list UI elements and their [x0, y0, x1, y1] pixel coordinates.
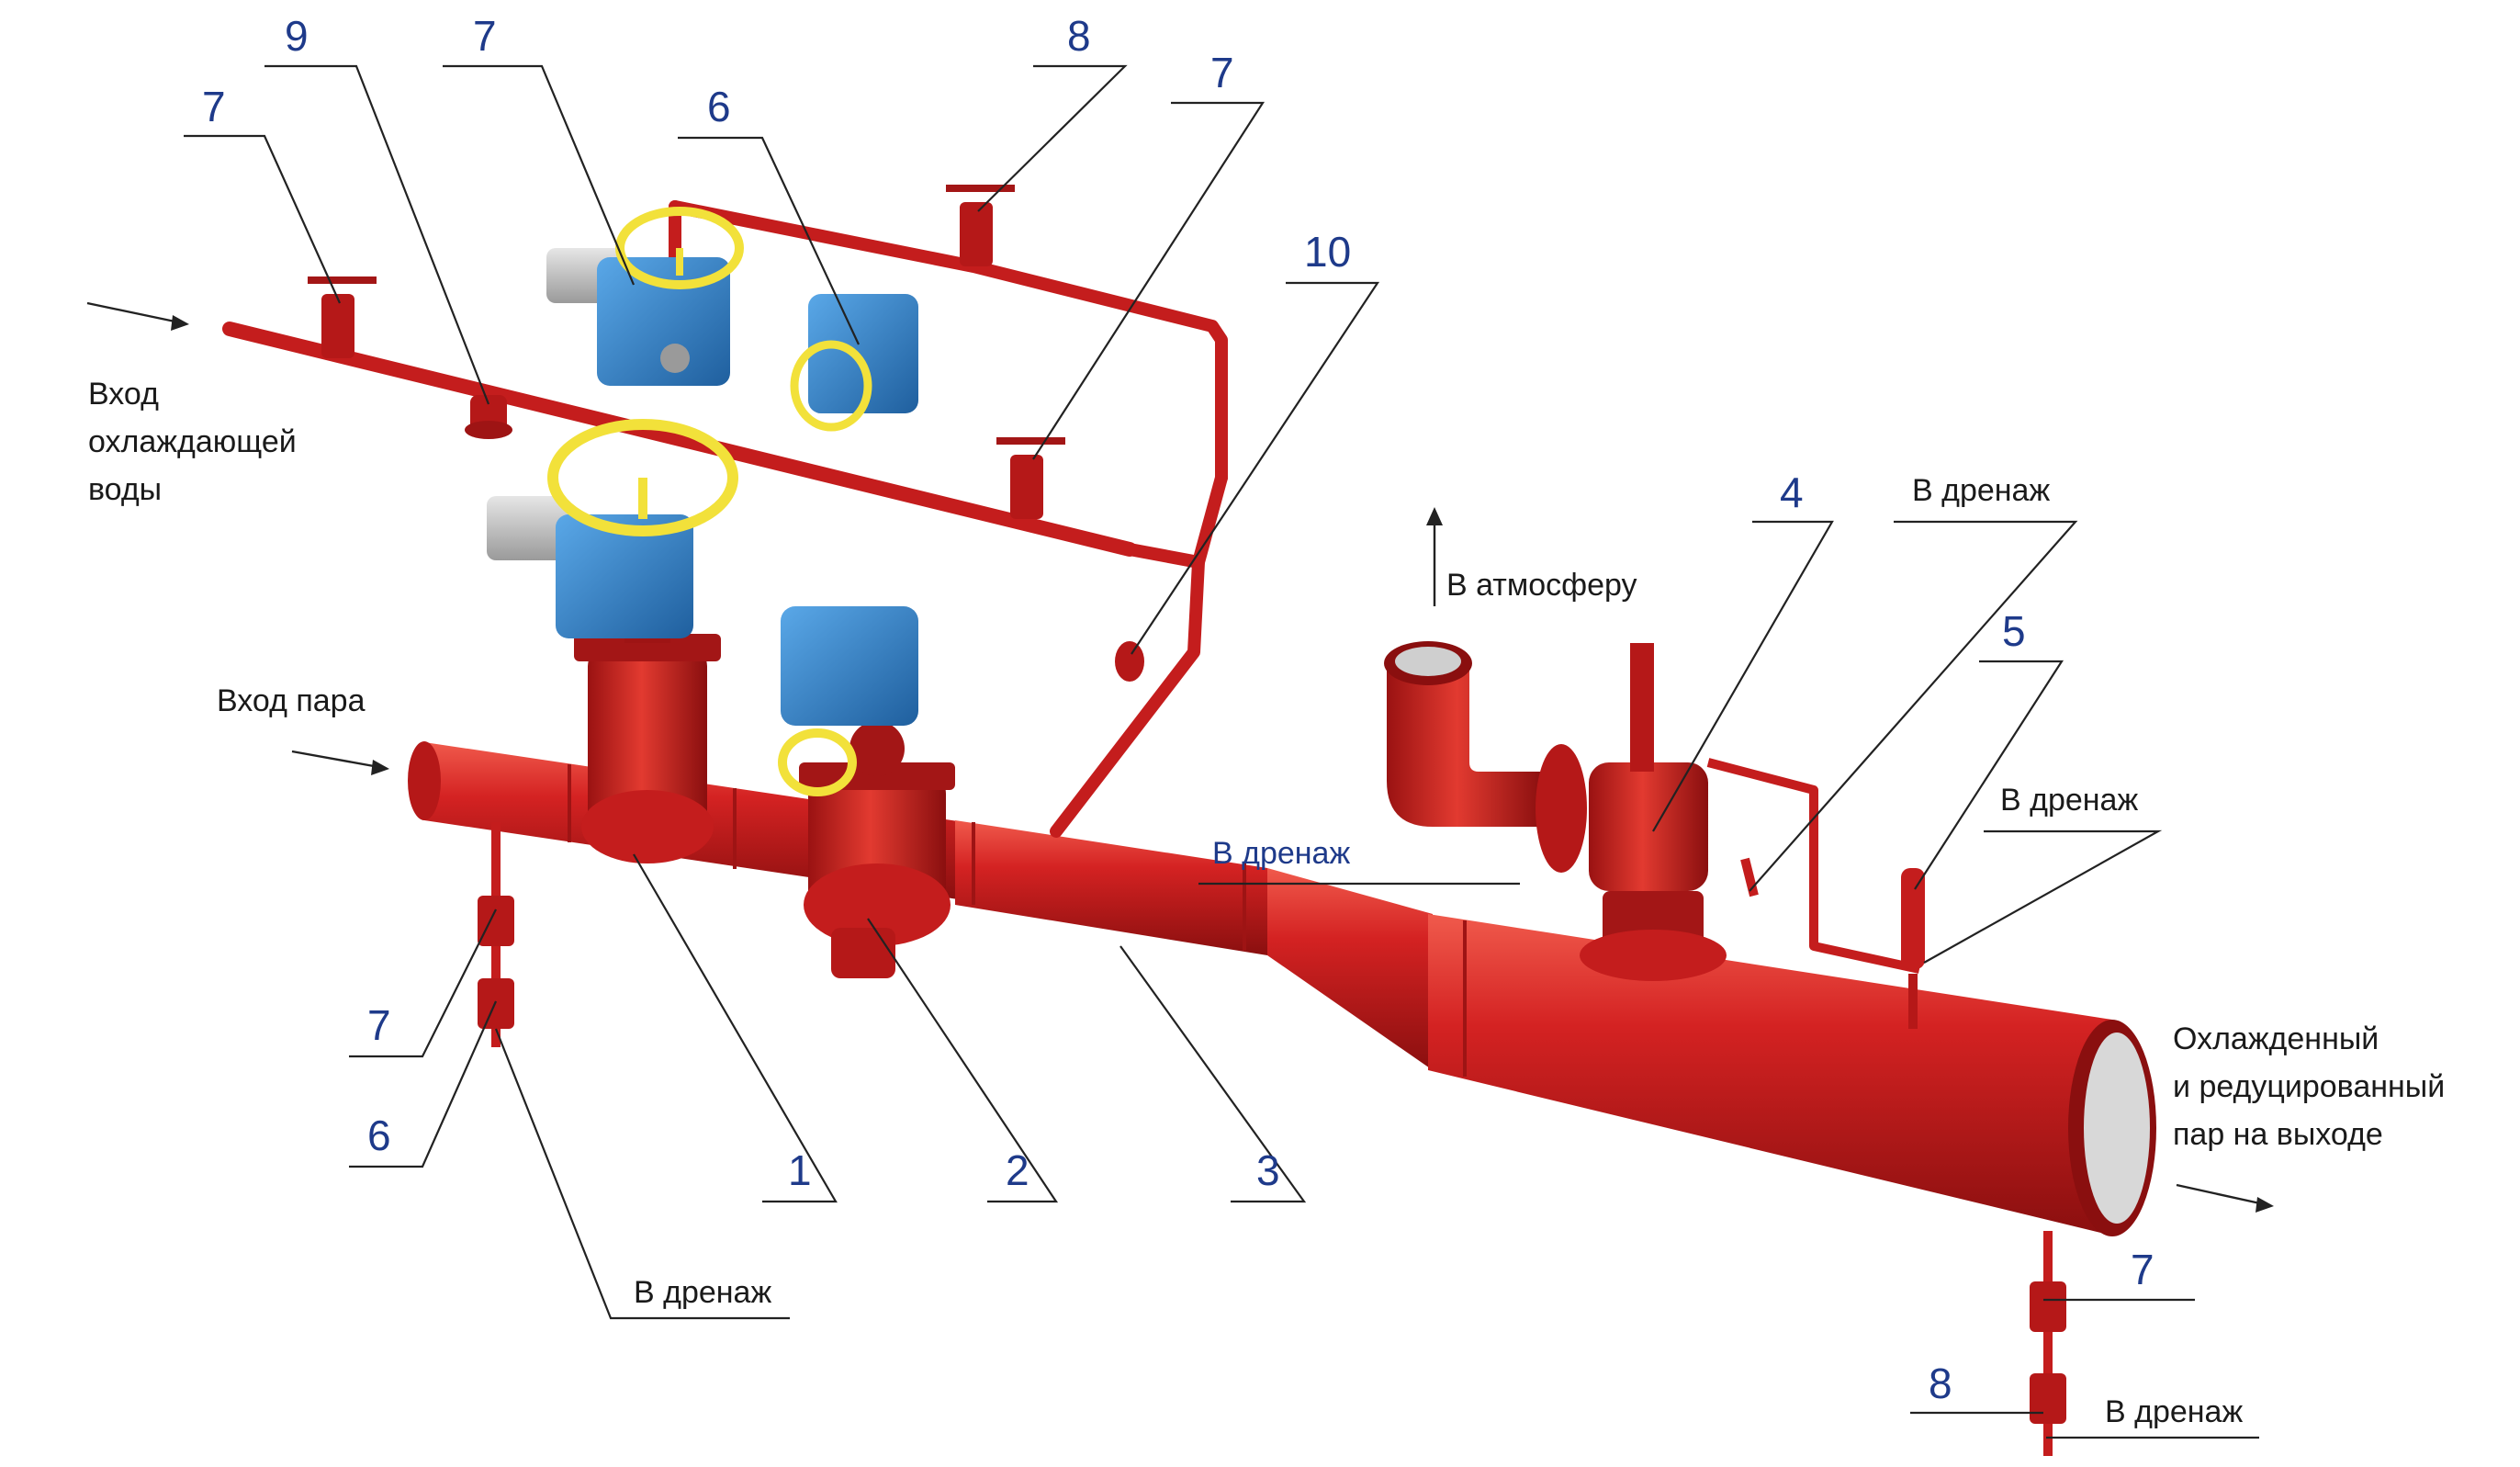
callout-8-top: 8	[1067, 12, 1091, 60]
drain-label-bottom-left: В дренаж	[634, 1275, 771, 1310]
callout-7-top: 7	[473, 12, 497, 60]
callout-3: 3	[1256, 1146, 1280, 1194]
electric-actuator-valve-2	[778, 606, 918, 796]
steam-inlet-label: Вход пара	[217, 683, 366, 718]
drain-label-blue: В дренаж	[1212, 836, 1350, 871]
callout-9: 9	[285, 12, 309, 60]
drain-label-bottom-right: В дренаж	[2105, 1394, 2243, 1429]
check-valve-10	[1115, 641, 1144, 682]
drain-valves-bottom-right	[2030, 1231, 2066, 1456]
atmosphere-label: В атмосферу	[1446, 568, 1637, 603]
callout-2: 2	[1006, 1146, 1029, 1194]
cooling-water-piping	[222, 200, 1228, 838]
manual-valve-8-top	[946, 185, 1015, 266]
callout-7-top-left: 7	[202, 83, 226, 130]
text-labels: Вход охлаждающей воды Вход пара В атмосф…	[88, 377, 2445, 1429]
callout-7-bottom-right: 7	[2131, 1246, 2154, 1293]
callout-8-bottom-right: 8	[1929, 1360, 1952, 1407]
outlet-label-line3: пар на выходе	[2173, 1117, 2383, 1152]
manual-valve-7-mid	[996, 437, 1065, 519]
callout-1: 1	[788, 1146, 812, 1194]
thermometer-5	[1901, 868, 1925, 1029]
outlet-label-line1: Охлажденный	[2173, 1021, 2379, 1056]
manual-valve-7-left	[308, 276, 377, 358]
safety-valve-4	[1384, 641, 1727, 981]
water-inlet-label-line3: воды	[88, 472, 162, 507]
electric-actuator-7-top	[546, 207, 744, 386]
outlet-label-line2: и редуцированный	[2173, 1069, 2445, 1104]
electric-actuator-valve-1	[487, 419, 738, 638]
callout-7-left: 7	[367, 1001, 391, 1049]
leader-lines	[184, 64, 2259, 1439]
injection-valve-2	[799, 721, 955, 978]
callout-6-top: 6	[707, 83, 731, 130]
drain-label-right: В дренаж	[2000, 783, 2138, 818]
flow-arrows	[86, 301, 2274, 1213]
callout-6-left: 6	[367, 1112, 391, 1159]
callout-7-top-right: 7	[1210, 49, 1234, 96]
callout-10: 10	[1304, 228, 1351, 276]
drain-lines-right	[1706, 758, 1921, 974]
strainer-9	[465, 395, 512, 439]
callout-5: 5	[2002, 607, 2026, 655]
drain-label-top-right: В дренаж	[1912, 473, 2050, 508]
callout-4: 4	[1780, 468, 1804, 516]
water-inlet-label-line1: Вход	[88, 377, 159, 412]
control-actuator-6-top	[790, 294, 918, 432]
water-inlet-label-line2: охлаждающей	[88, 424, 297, 459]
callout-numbers: 9 7 7 6 8 7 10 4 5 1 2 3 7 6 7 8	[202, 12, 2154, 1407]
